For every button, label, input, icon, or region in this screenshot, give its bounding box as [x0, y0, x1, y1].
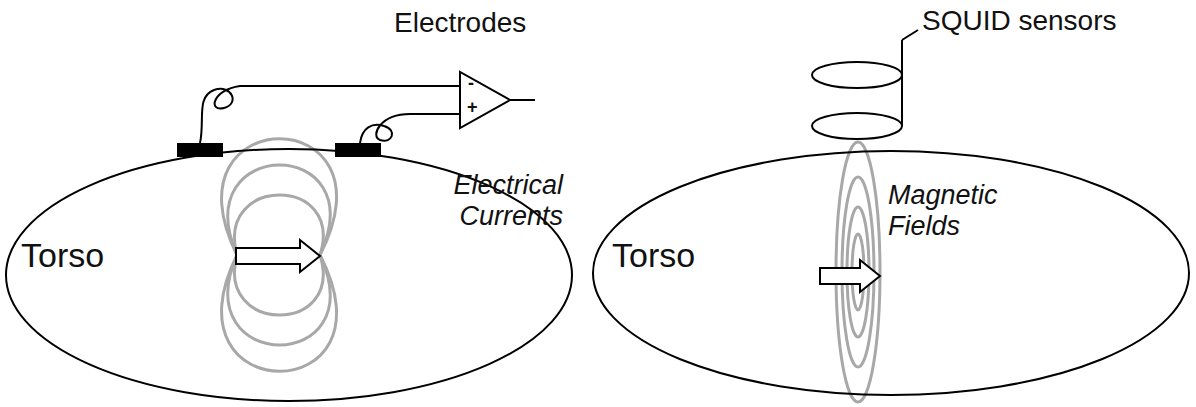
node-text: Magnetic Fields: [888, 180, 1028, 242]
wire: [360, 114, 460, 143]
part-label: SQUID sensors: [922, 6, 1117, 37]
dipole-arrow: [820, 260, 880, 292]
pin-sign: -: [468, 74, 474, 94]
dipole-arrow: [236, 240, 320, 272]
node-text: Torso: [612, 236, 695, 275]
wire: [510, 99, 535, 101]
current-lines: [222, 139, 337, 372]
squid-coil: [812, 30, 918, 139]
node-text: Torso: [21, 236, 104, 275]
torso-outline: Torso Electrical Currents: [5, 148, 573, 402]
node-text: Electrical Currents: [413, 170, 563, 232]
amplifier-symbol: [460, 72, 510, 128]
wire: [200, 86, 460, 143]
pin-sign: +: [467, 98, 478, 118]
part-label: Electrodes: [394, 8, 526, 39]
torso-outline: Torso Magnetic Fields: [592, 150, 1190, 396]
